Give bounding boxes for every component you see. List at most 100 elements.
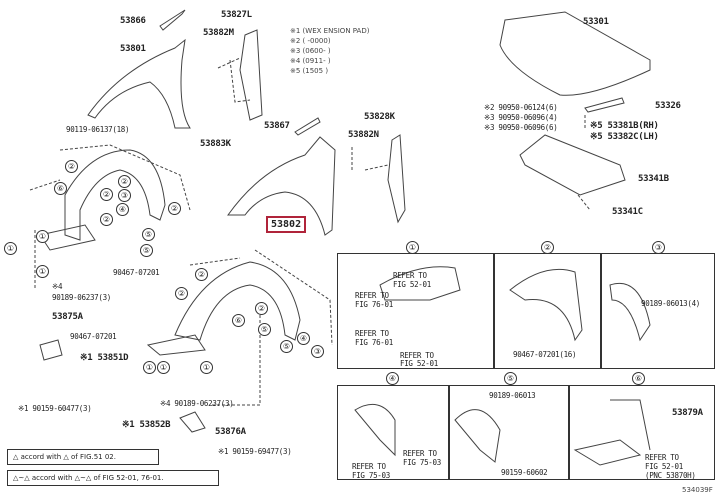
callout: ② [255, 302, 268, 315]
callout: ② [175, 287, 188, 300]
liner-53827L-shape [239, 29, 263, 121]
part-label: 90467-07201(16) [513, 350, 577, 359]
part-label: 53883K [200, 139, 231, 149]
part-label: 90189-06013 [489, 391, 536, 400]
note: ※3 (0600- ) [290, 47, 331, 55]
part-label: 53341B [638, 174, 669, 184]
refer-text: REFER TO [355, 291, 389, 300]
part-label: ※4 90189-06237(3) [160, 399, 234, 408]
warning-triangle-icon: △ [85, 474, 94, 482]
refer-text: FIG 52-01 [400, 359, 438, 368]
callout: ① [4, 242, 17, 255]
warning-triangle-icon: △ [13, 453, 21, 461]
callout: ① [36, 265, 49, 278]
callout: ① [143, 361, 156, 374]
part-label: 90467-07201 [70, 332, 117, 341]
part-label: 53301 [583, 17, 609, 27]
part-label: 90159-60602 [501, 468, 548, 477]
warning-triangle-icon: △ [63, 453, 71, 461]
callout: ⑤ [142, 228, 155, 241]
part-label: ※5 53381B(RH) [590, 121, 659, 131]
fender-53802-shape [227, 136, 336, 236]
part-label: 53879A [672, 408, 703, 418]
part-label: ※1 53851D [80, 353, 129, 363]
callout: ② [195, 268, 208, 281]
part-label: ※5 53382C(LH) [590, 132, 659, 142]
fender-53801-shape [87, 38, 191, 129]
part-label: ※1 53852B [122, 420, 171, 430]
liner-53875A-shape [64, 149, 166, 241]
callout: ⑤ [258, 323, 271, 336]
legend-text: ~ [80, 474, 86, 482]
detail-panel-4 [337, 385, 450, 480]
callout: ② [168, 202, 181, 215]
callout: ⑥ [54, 182, 67, 195]
part-label: ※2 90950-06124(6) [484, 103, 558, 112]
refer-text: FIG 75-03 [403, 458, 441, 467]
part-label: 53341C [612, 207, 643, 217]
part-label: 90189-06237(3) [52, 293, 112, 302]
note: ※5 (1505 ) [290, 67, 329, 75]
callout: ⑤ [140, 244, 153, 257]
callout: ① [200, 361, 213, 374]
part-label: 53326 [655, 101, 681, 111]
part-label: 53875A [52, 312, 83, 322]
callout: ⑤ [280, 340, 293, 353]
warning-triangle-icon: △ [13, 474, 19, 482]
refer-text: REFER TO [645, 453, 679, 462]
panel-number: ④ [386, 372, 399, 385]
refer-text: (PNC 53870H) [645, 471, 696, 480]
callout: ④ [297, 332, 310, 345]
part-label: ※1 90159-60477(3) [18, 404, 92, 413]
part-label: ※4 [52, 282, 63, 291]
warning-triangle-icon: △ [74, 474, 81, 482]
part-label: 53867 [264, 121, 290, 131]
note: ※1 (WEX ENSION PAD) [290, 27, 370, 35]
note: ※4 (0911- ) [290, 57, 331, 65]
legend-text: accord with [31, 474, 73, 482]
callout: ③ [311, 345, 324, 358]
figure-code: 534039F [682, 486, 713, 494]
part-label: ※3 90950-06096(4) [484, 113, 558, 122]
legend-row-1: △ accord with △ of FIG.51 02. [7, 449, 159, 465]
warning-triangle-icon: △ [24, 474, 32, 482]
callout: ② [100, 213, 113, 226]
callout: ③ [118, 189, 131, 202]
detail-panel-5 [448, 385, 570, 480]
hood-53301-shape [499, 11, 651, 96]
legend-text: of FIG.51 02. [71, 453, 116, 461]
part-label: 90119-06137(18) [66, 125, 130, 134]
detail-panel-6 [568, 385, 715, 480]
panel-number: ⑤ [504, 372, 517, 385]
panel-number: ⑥ [632, 372, 645, 385]
insulator-53341B-shape [519, 134, 626, 196]
detail-panel-3 [600, 253, 715, 369]
liner-53876A-shape [174, 261, 301, 341]
part-label: 53876A [215, 427, 246, 437]
refer-text: REFER TO [393, 271, 427, 280]
part-label: 53882N [348, 130, 379, 140]
callout: ④ [116, 203, 129, 216]
detail-panel-1 [337, 253, 495, 369]
detail-panel-2 [493, 253, 602, 369]
refer-text: FIG 52-01 [645, 462, 683, 471]
callout: ② [65, 160, 78, 173]
refer-text: FIG 76-01 [355, 300, 393, 309]
part-label: 53882M [203, 28, 234, 38]
highlighted-part-53802[interactable]: 53802 [266, 216, 307, 233]
refer-text: FIG 75-03 [352, 471, 390, 480]
callout: ② [100, 188, 113, 201]
legend-row-2: △~△ accord with △~△ of FIG 52-01, 76-01. [7, 470, 219, 486]
refer-text: REFER TO [352, 462, 386, 471]
part-label: 90467-07201 [113, 268, 160, 277]
part-label: 90189-06013(4) [641, 299, 701, 308]
refer-text: FIG 76-01 [355, 338, 393, 347]
part-label: 53866 [120, 16, 146, 26]
refer-text: REFER TO [400, 351, 434, 360]
part-label: 53828K [364, 112, 395, 122]
part-label: 53801 [120, 44, 146, 54]
molding-53866-shape [159, 9, 186, 31]
part-label: ※1 90159-69477(3) [218, 447, 292, 456]
legend-text: accord with [20, 453, 62, 461]
